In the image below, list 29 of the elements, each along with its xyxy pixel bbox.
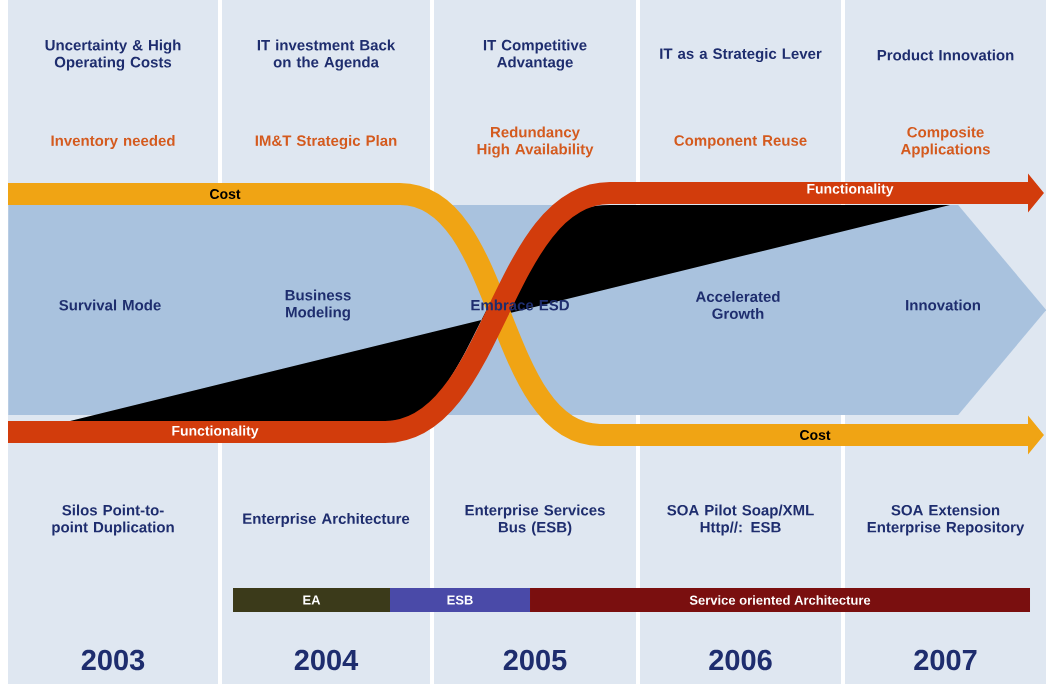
technology-text: SOA Extension Enterprise Repository [867, 504, 1025, 536]
stage-text: Business Modeling [285, 289, 351, 321]
stage-text: Innovation [906, 299, 980, 311]
year-label: 2004 [294, 649, 359, 671]
subheading-text: Inventory needed [51, 135, 175, 149]
phase-bar: ESB [390, 588, 530, 612]
subheading-text: IM&T Strategic Plan [255, 134, 397, 149]
technology-text: Enterprise Services Bus (ESB) [465, 504, 605, 536]
subheading-text: Composite Applications [900, 126, 990, 158]
technology-text: SOA Pilot Soap/XML Http//: ESB [667, 504, 814, 536]
subheading-text: Redundancy High Availability [477, 126, 594, 158]
technology-text: Silos Point-to-point Duplication [52, 504, 174, 536]
subheading-text: Component Reuse [674, 135, 807, 149]
year-label: 2005 [503, 649, 567, 671]
year-label: 2007 [914, 649, 977, 671]
phase-bar: Service oriented Architecture [530, 588, 1030, 612]
stage-text: Survival Mode [59, 299, 161, 311]
year-label: 2006 [709, 649, 772, 671]
heading-text: Uncertainty & High Operating Costs [45, 39, 181, 71]
stage-text: Embrace ESD [471, 299, 569, 311]
year-label: 2003 [81, 649, 145, 671]
heading-text: IT as a Strategic Lever [660, 47, 822, 62]
stage-text: Accelerated Growth [695, 291, 780, 319]
heading-text: Product Innovation [877, 49, 1014, 61]
curve-label: Cost [800, 430, 831, 440]
technology-text: Enterprise Architecture [243, 513, 410, 527]
heading-text: IT investment Back on the Agenda [257, 39, 396, 71]
phase-bar: EA [233, 588, 390, 612]
heading-text: IT Competitive Advantage [483, 39, 587, 71]
